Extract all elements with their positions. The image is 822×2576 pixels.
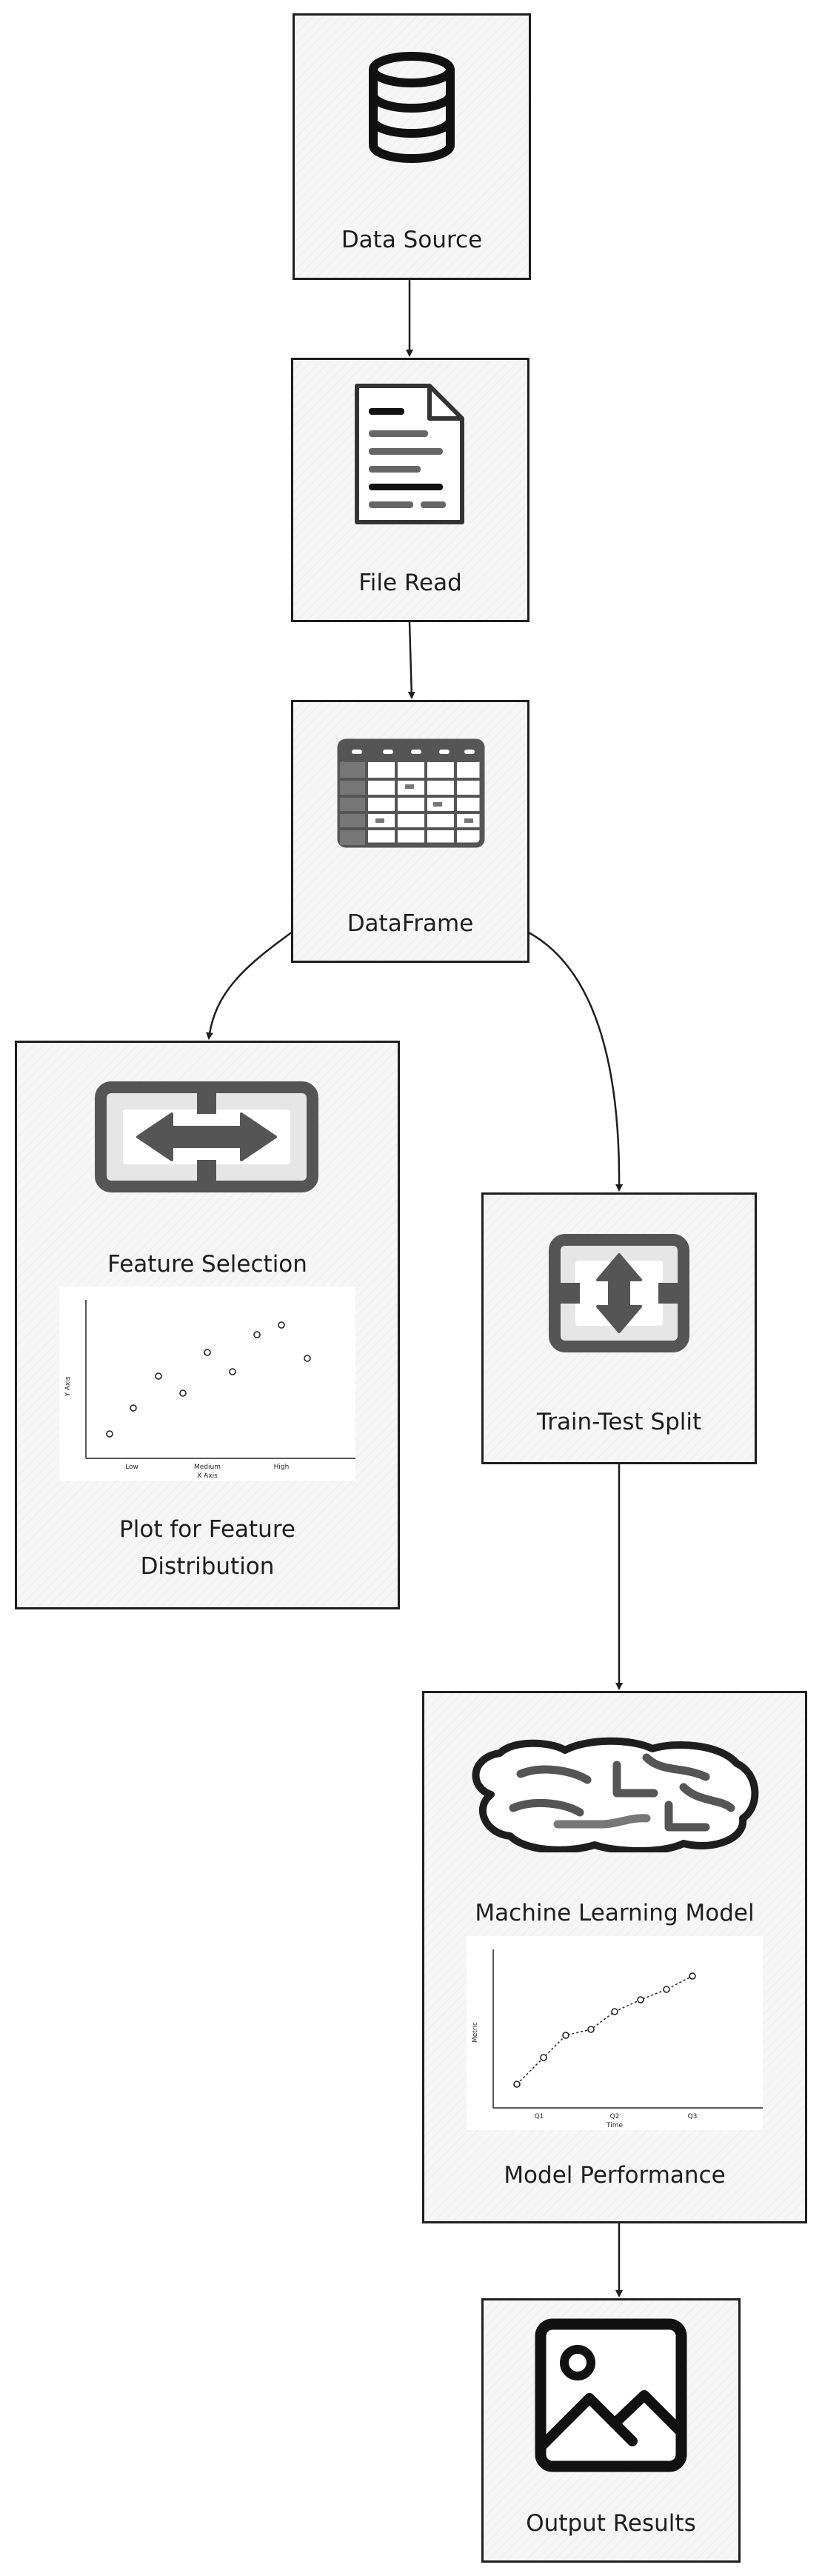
edge-fileread-dataframe: [407, 621, 415, 699]
horizontal-arrows-icon: [95, 1081, 318, 1192]
node-label: DataFrame: [347, 910, 474, 937]
y-axis-label: Y Axis: [64, 1376, 72, 1397]
document-icon: [355, 384, 464, 524]
x-axis-label: X Axis: [197, 1472, 218, 1480]
node-label: Output Results: [526, 2510, 696, 2537]
line-points: [513, 1972, 696, 2088]
scatter-point: [179, 1389, 187, 1397]
scatter-point: [130, 1404, 137, 1412]
line-point: [540, 2054, 547, 2061]
scatter-point: [278, 1321, 285, 1329]
y-axis-label: Metric: [472, 2022, 479, 2043]
image-icon: [535, 2318, 687, 2472]
model-performance-chart: Q1 Q2 Q3 Time Metric: [467, 1936, 763, 2130]
scatter-point: [229, 1368, 236, 1375]
x-tick-label: Q3: [688, 2113, 698, 2120]
scatter-point: [304, 1355, 311, 1362]
edge-dataframe-traintestsplit: [527, 930, 624, 1192]
x-axis-label: Time: [606, 2122, 623, 2129]
x-tick-label: Low: [125, 1464, 138, 1471]
plot-caption: Model Performance: [504, 2162, 726, 2189]
scatter-point: [204, 1349, 211, 1356]
line-point: [513, 2081, 521, 2088]
feature-distribution-chart: Low Medium High X Axis Y Axis: [59, 1287, 355, 1481]
line-point: [562, 2032, 569, 2039]
plot-caption: Plot for Feature Distribution: [119, 1516, 295, 1580]
x-tick-label: High: [274, 1464, 290, 1471]
node-label: Data Source: [341, 227, 483, 253]
node-label: Machine Learning Model: [475, 1900, 755, 1926]
line-point: [587, 2026, 595, 2033]
scatter-point: [106, 1430, 113, 1438]
line-point: [663, 1986, 670, 1993]
line-point: [637, 1996, 644, 2003]
x-tick-label: Q2: [610, 2113, 620, 2120]
node-label: Train-Test Split: [536, 1409, 702, 1435]
table-icon: [337, 738, 485, 848]
vertical-arrows-icon: [549, 1234, 689, 1352]
brain-icon: [472, 1737, 759, 1852]
node-label: File Read: [358, 570, 462, 596]
scatter-point: [253, 1331, 261, 1338]
node-label: Feature Selection: [107, 1251, 307, 1278]
line-point: [611, 2008, 618, 2015]
x-tick-label: Q1: [535, 2113, 544, 2120]
scatter-points: [106, 1321, 311, 1438]
scatter-point: [155, 1372, 162, 1380]
line-point: [689, 1972, 696, 1980]
database-icon: [369, 52, 455, 163]
edge-dataframe-featureselection: [206, 930, 293, 1040]
x-tick-label: Medium: [194, 1464, 221, 1471]
